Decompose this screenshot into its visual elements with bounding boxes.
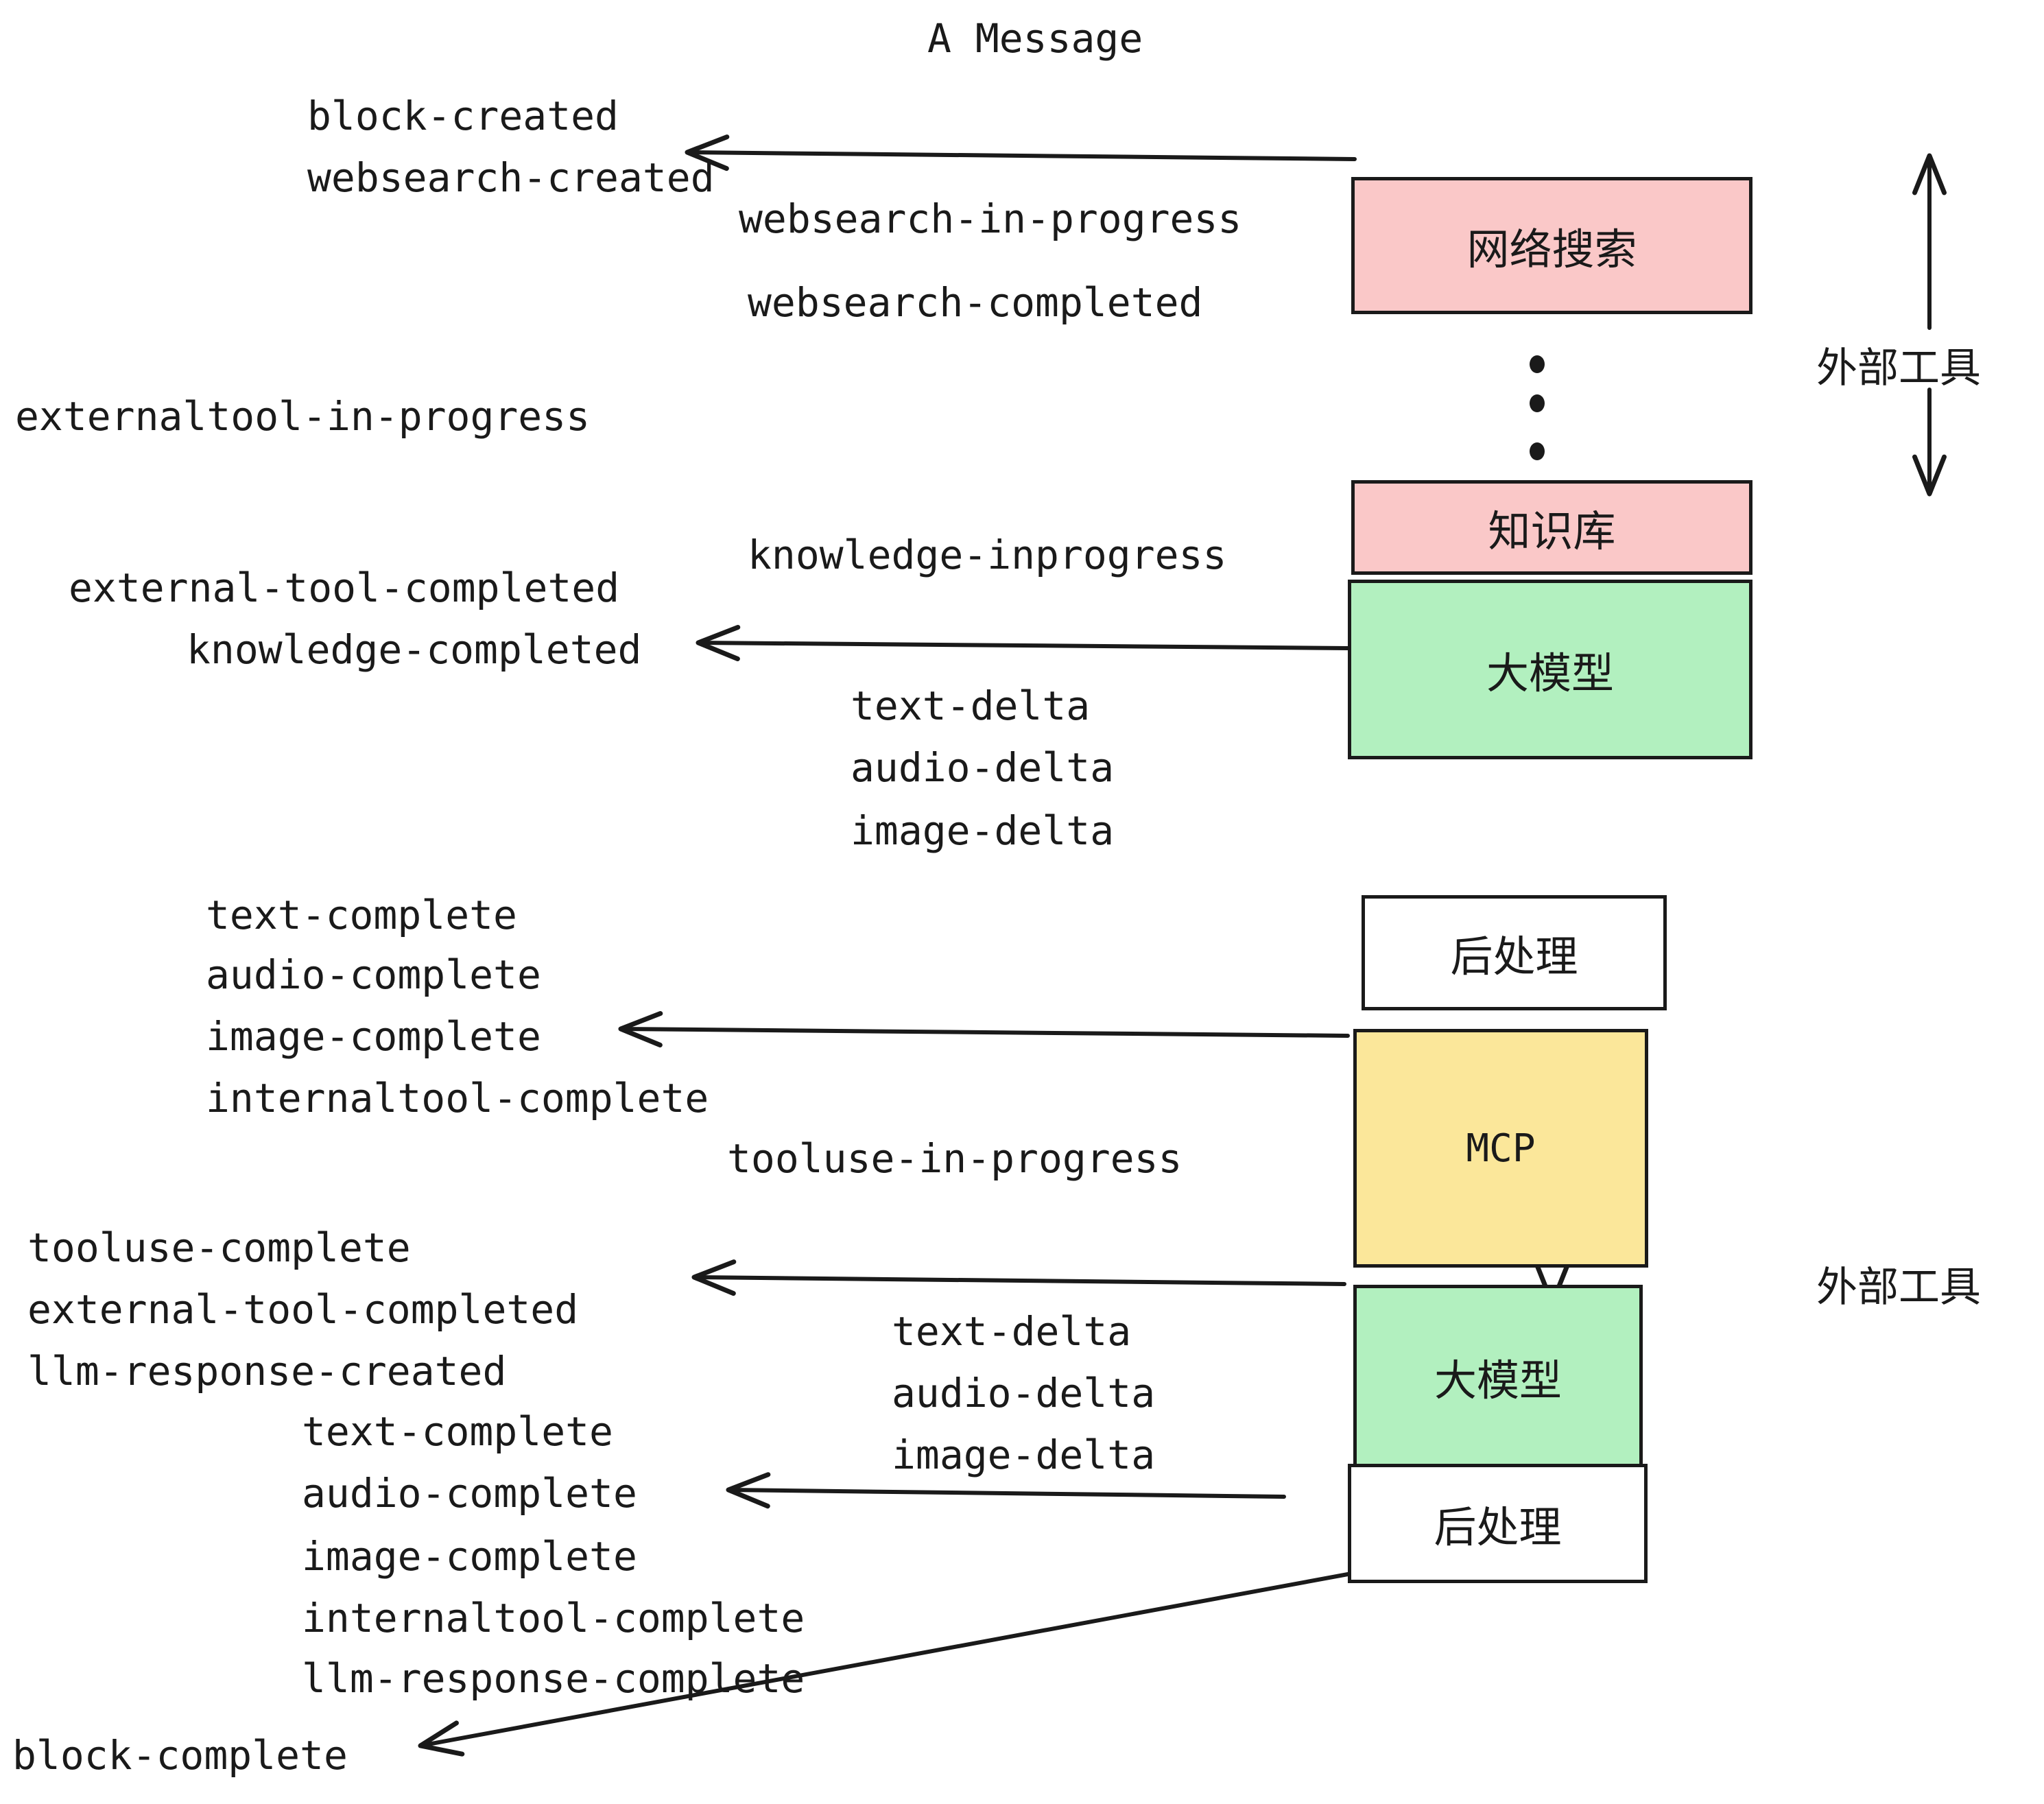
node-label: 大模型 — [1434, 1355, 1562, 1405]
arrow-audio-complete-line — [726, 1488, 1286, 1499]
node-label: 后处理 — [1450, 931, 1578, 982]
event-label: image-complete — [302, 1533, 637, 1580]
event-label: websearch-created — [307, 154, 715, 201]
ellipsis-dot — [1530, 442, 1545, 460]
arrow-knowledge-completed-head — [696, 624, 741, 661]
node-label: MCP — [1466, 1126, 1536, 1171]
external-tool-top-head-up — [1912, 153, 1947, 195]
event-label: external-tool-completed — [27, 1286, 579, 1333]
arrow-audio-complete-head — [726, 1472, 771, 1509]
page-title: A Message — [927, 15, 1143, 62]
node-postprocess-2: 后处理 — [1348, 1464, 1648, 1583]
event-label: image-complete — [206, 1013, 541, 1060]
event-label: internaltool-complete — [302, 1595, 805, 1641]
node-label: 知识库 — [1488, 506, 1616, 556]
event-label: websearch-completed — [748, 279, 1203, 326]
event-label: image-delta — [851, 807, 1115, 854]
event-label: text-delta — [892, 1308, 1132, 1355]
event-label: block-created — [307, 93, 619, 139]
node-label: 后处理 — [1434, 1502, 1562, 1552]
node-mcp: MCP — [1353, 1029, 1648, 1268]
event-label: websearch-in-progress — [739, 195, 1242, 242]
node-label: 大模型 — [1486, 648, 1614, 698]
event-label: block-complete — [12, 1732, 348, 1779]
arrow-tooluse-complete-line — [692, 1275, 1346, 1286]
arrow-image-complete-line — [619, 1027, 1350, 1038]
event-label: audio-complete — [206, 951, 541, 998]
event-label: audio-complete — [302, 1470, 637, 1517]
event-label: knowledge-inprogress — [748, 532, 1227, 578]
side-group-label-external-tool-bottom: 外部工具 — [1816, 1263, 1981, 1312]
external-tool-top-head-down — [1912, 454, 1947, 497]
event-label: audio-delta — [892, 1370, 1156, 1416]
ellipsis-dot — [1530, 394, 1545, 412]
event-label: llm-response-complete — [302, 1655, 805, 1702]
arrow-image-complete-head — [618, 1011, 663, 1048]
event-label: external-tool-completed — [69, 565, 620, 611]
arrow-block-created-line — [685, 150, 1357, 161]
event-label: internaltool-complete — [206, 1075, 709, 1121]
node-llm-2: 大模型 — [1353, 1285, 1643, 1469]
node-postprocess-1: 后处理 — [1362, 895, 1667, 1010]
node-llm-1: 大模型 — [1348, 580, 1752, 759]
arrow-tooluse-complete-head — [691, 1259, 737, 1296]
node-websearch: 网络搜索 — [1351, 177, 1752, 314]
event-label: tooluse-complete — [27, 1224, 411, 1271]
arrow-block-complete-head — [418, 1720, 465, 1757]
event-label: llm-response-created — [27, 1348, 507, 1394]
event-label: text-delta — [851, 683, 1091, 729]
event-label: externaltool-in-progress — [15, 393, 591, 440]
event-label: tooluse-in-progress — [727, 1135, 1183, 1182]
event-label: image-delta — [892, 1432, 1156, 1478]
event-label: text-complete — [206, 892, 517, 938]
ellipsis-dot — [1530, 355, 1545, 373]
event-label: audio-delta — [851, 744, 1115, 791]
side-group-label-external-tool-top: 外部工具 — [1816, 344, 1981, 392]
event-label: text-complete — [302, 1408, 613, 1455]
event-label: knowledge-completed — [187, 626, 642, 673]
node-knowledge: 知识库 — [1351, 480, 1752, 575]
node-label: 网络搜索 — [1466, 224, 1637, 274]
arrow-knowledge-completed-line — [696, 641, 1350, 650]
